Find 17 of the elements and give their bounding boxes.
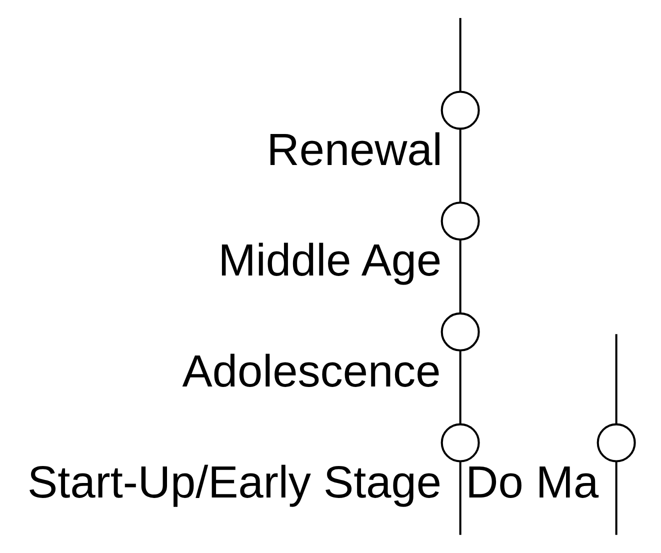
node-label: Middle Age bbox=[218, 234, 442, 286]
connector bbox=[614, 461, 617, 535]
connector bbox=[458, 350, 461, 424]
node-circle bbox=[440, 312, 480, 352]
node-label: Do Ma bbox=[465, 456, 598, 508]
connector bbox=[458, 129, 461, 202]
connector bbox=[614, 334, 617, 424]
node-circle bbox=[440, 423, 480, 462]
node-label: Renewal bbox=[266, 124, 442, 175]
connector bbox=[458, 240, 461, 314]
node-circle bbox=[440, 90, 480, 130]
connector bbox=[458, 461, 461, 535]
connector bbox=[458, 18, 461, 92]
node-label: Adolescence bbox=[182, 346, 440, 397]
node-label: Start-Up/Early Stage bbox=[27, 456, 442, 508]
node-circle bbox=[440, 202, 480, 241]
node-circle bbox=[596, 423, 636, 462]
